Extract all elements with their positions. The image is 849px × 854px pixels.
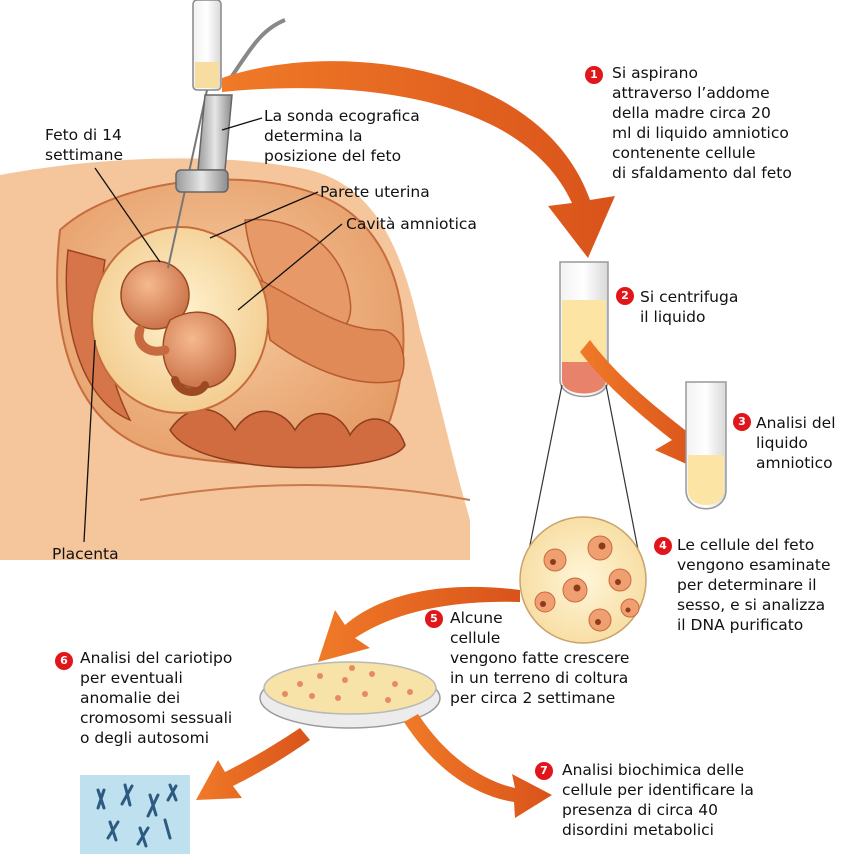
step-6-text: Analisi del cariotipo per eventuali anom… [80, 648, 232, 748]
fluid-analysis-tube [686, 382, 726, 509]
step-7-text: Analisi biochimica delle cellule per ide… [562, 760, 754, 840]
step-7-badge: 7 [535, 762, 553, 780]
step-4-badge: 4 [654, 537, 672, 555]
step-4-text: Le cellule del feto vengono esaminate pe… [677, 535, 831, 635]
label-fetus: Feto di 14 settimane [45, 125, 123, 165]
step-3-badge: 3 [733, 413, 751, 431]
step-5-text: Alcune cellule vengono fatte crescere in… [450, 608, 629, 708]
arrow-to-fluid-analysis [580, 340, 700, 470]
step-1-badge: 1 [585, 66, 603, 84]
step-2-text: Si centrifuga il liquido [640, 287, 738, 327]
step-3-text: Analisi del liquido amniotico [756, 413, 836, 473]
label-ultrasound-probe: La sonda ecografica determina la posizio… [264, 106, 420, 166]
label-placenta: Placenta [52, 544, 119, 564]
label-amniotic-cavity: Cavità amniotica [346, 214, 477, 234]
step-6-badge: 6 [55, 652, 73, 670]
step-2-badge: 2 [616, 287, 634, 305]
karyotype-image [80, 775, 190, 854]
arrow-to-biochemistry [404, 714, 552, 818]
step-5-badge: 5 [425, 610, 443, 628]
step-1-text: Si aspirano attraverso l’addome della ma… [612, 63, 792, 183]
label-uterine-wall: Parete uterina [320, 182, 430, 202]
